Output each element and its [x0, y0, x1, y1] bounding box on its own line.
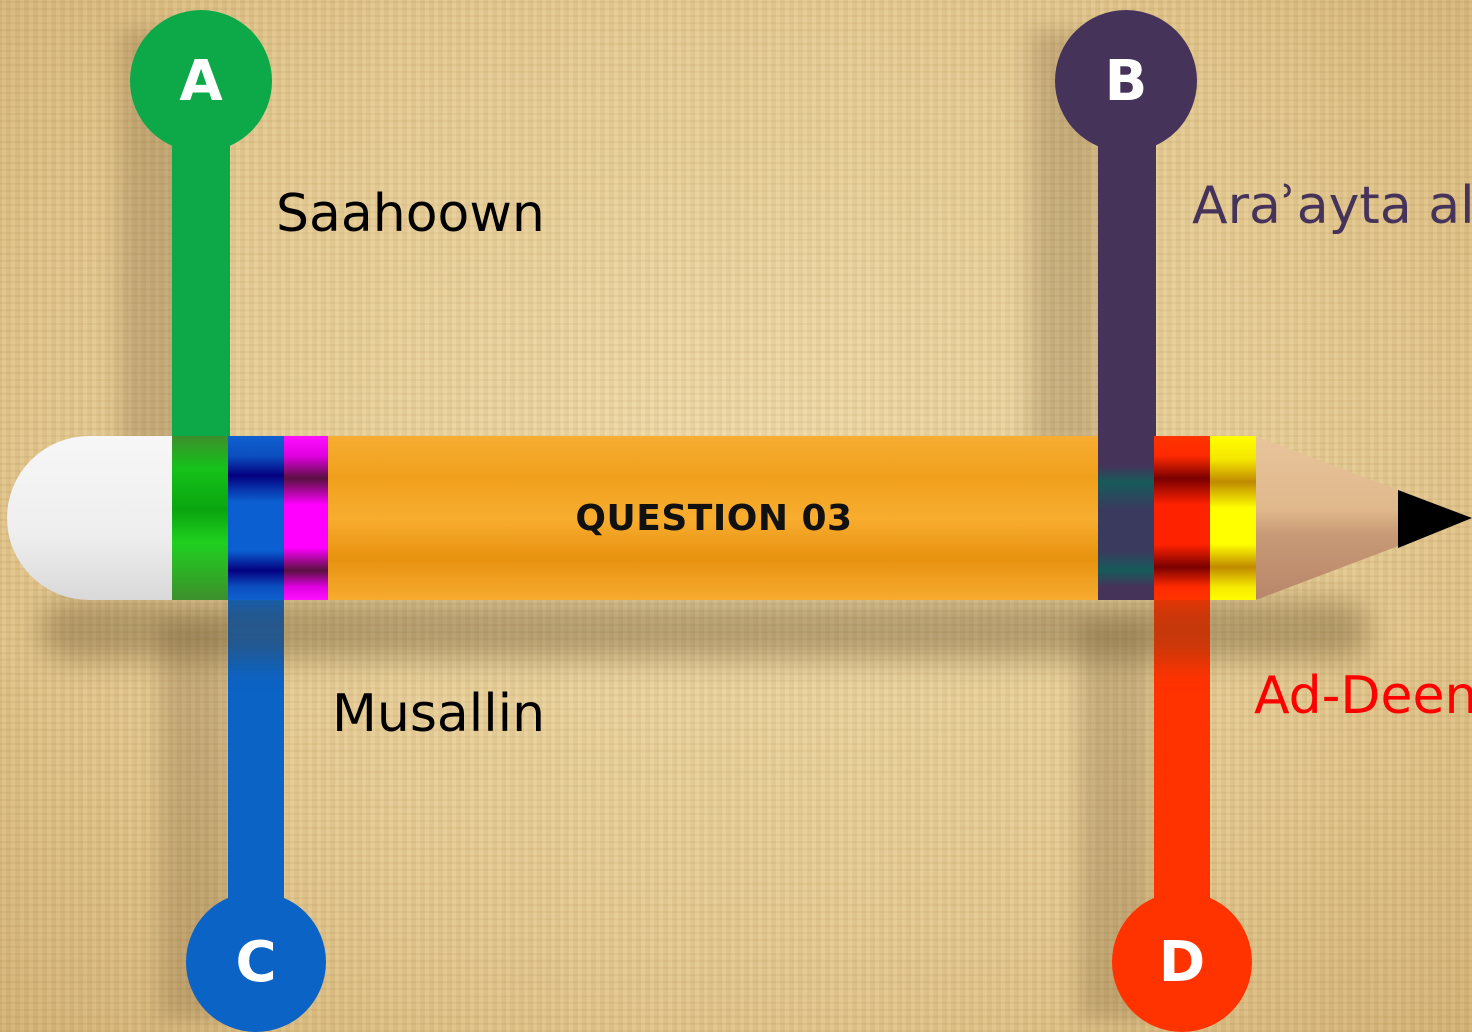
ferrule-blue-band — [228, 436, 284, 600]
option-a-stem — [172, 120, 230, 450]
option-b-letter: B — [1104, 48, 1148, 114]
pencil-wood — [1256, 436, 1472, 600]
pencil-tip — [1256, 436, 1472, 600]
pencil-body[interactable]: QUESTION 03 — [328, 436, 1100, 600]
option-d-letter: D — [1158, 929, 1206, 995]
option-b-stem — [1098, 120, 1156, 450]
option-c-letter: C — [235, 929, 277, 995]
option-c-stem — [228, 590, 284, 910]
question-title: QUESTION 03 — [575, 497, 853, 539]
pencil-eraser — [7, 436, 182, 600]
pencil-shadow — [40, 600, 1370, 660]
option-b-button[interactable]: B — [1055, 10, 1197, 152]
band-teal — [1098, 436, 1156, 600]
ferrule-green-band — [172, 436, 230, 600]
ferrule-magenta-band — [284, 436, 329, 600]
option-d-text[interactable]: Ad-Deen — [1254, 666, 1472, 726]
option-d-button[interactable]: D — [1112, 892, 1252, 1032]
option-a-letter: A — [179, 48, 223, 114]
option-d-stem — [1154, 590, 1210, 910]
option-a-text[interactable]: Saahoown — [276, 184, 545, 244]
option-b-text[interactable]: Araʾayta al — [1192, 176, 1472, 236]
option-c-text[interactable]: Musallin — [332, 684, 546, 744]
band-yellow — [1210, 436, 1258, 600]
option-c-button[interactable]: C — [186, 892, 326, 1032]
band-red — [1154, 436, 1212, 600]
pencil-lead — [1398, 490, 1472, 548]
option-a-button[interactable]: A — [130, 10, 272, 152]
